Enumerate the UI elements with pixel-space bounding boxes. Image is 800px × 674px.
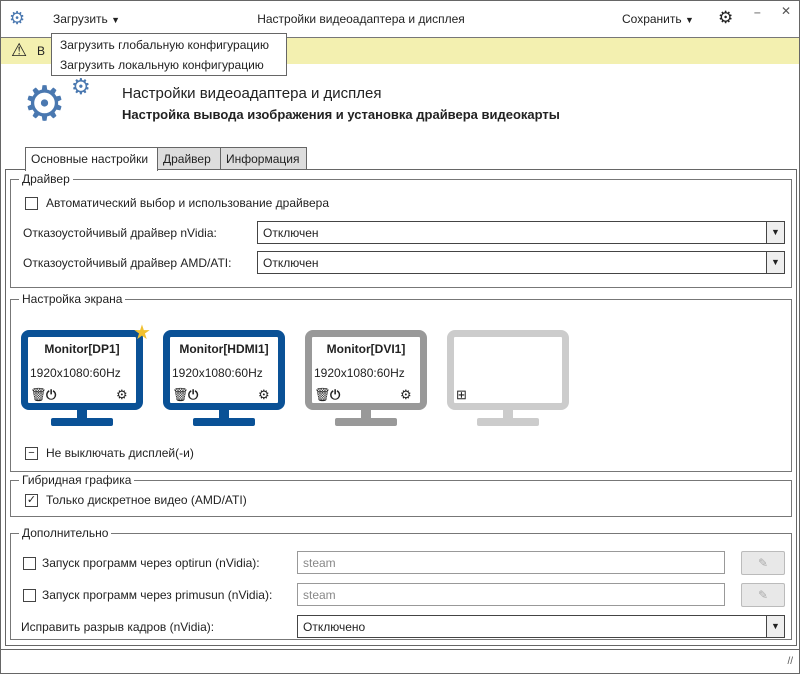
monitor-screen: Monitor[DVI1] 1920x1080:60Hz 🗑 ⏻ ⚙ [305, 330, 427, 410]
tab-driver[interactable]: Драйвер [157, 147, 221, 170]
keep-display-on-label: Не выключать дисплей(-и) [46, 446, 194, 460]
pencil-icon: ✎ [757, 588, 769, 602]
auto-driver-checkbox[interactable] [25, 197, 38, 210]
screen-legend: Настройка экрана [22, 292, 123, 306]
tearing-label: Исправить разрыв кадров (nVidia): [21, 620, 215, 634]
screen-group: Настройка экрана Monitor[DP1] 1920x1080:… [10, 292, 792, 472]
caret-down-icon: ▼ [111, 15, 121, 25]
menu-item-load-local[interactable]: Загрузить локальную конфигурацию [60, 58, 264, 72]
trash-icon[interactable]: 🗑 [172, 387, 189, 402]
monitor-resolution: 1920x1080:60Hz [30, 366, 121, 380]
save-menu-button[interactable]: Сохранить ▼ [622, 12, 694, 26]
add-plus-icon[interactable]: ⊞ [456, 387, 467, 402]
monitor-screen: Monitor[HDMI1] 1920x1080:60Hz 🗑 ⏻ ⚙ [163, 330, 285, 410]
primary-star-icon: ★ [133, 322, 151, 344]
power-icon[interactable]: ⏻ [330, 387, 341, 402]
monitor-hdmi1[interactable]: Monitor[HDMI1] 1920x1080:60Hz 🗑 ⏻ ⚙ [163, 330, 287, 434]
auto-driver-label: Автоматический выбор и использование дра… [46, 196, 329, 210]
hybrid-legend: Гибридная графика [22, 473, 132, 487]
tearing-value: Отключено [303, 620, 366, 634]
chevron-down-icon: ▼ [766, 616, 784, 637]
power-icon[interactable]: ⏻ [46, 387, 57, 402]
monitor-name: Monitor[HDMI1] [179, 342, 269, 356]
nvidia-driver-value: Отключен [263, 226, 319, 240]
window-title: Настройки видеоадаптера и дисплея [257, 12, 465, 26]
optirun-checkbox[interactable] [23, 557, 36, 570]
monitor-base [335, 418, 397, 426]
primusun-input[interactable]: steam [297, 583, 725, 606]
driver-legend: Драйвер [22, 172, 70, 186]
primusun-label: Запуск программ через primusun (nVidia): [42, 588, 273, 602]
monitor-base [477, 418, 539, 426]
menu-item-load-global[interactable]: Загрузить глобальную конфигурацию [60, 38, 269, 52]
amd-driver-label: Отказоустойчивый драйвер AMD/ATI: [23, 256, 232, 270]
tab-main-settings[interactable]: Основные настройки [25, 147, 158, 171]
monitor-stand [503, 409, 513, 419]
load-menu-button[interactable]: Загрузить ▼ [53, 12, 120, 26]
amd-driver-value: Отключен [263, 256, 319, 270]
gear-icon[interactable]: ⚙ [258, 387, 270, 402]
optirun-input[interactable]: steam [297, 551, 725, 574]
monitor-add-slot[interactable]: ⊞ [447, 330, 571, 434]
driver-group: Драйвер Автоматический выбор и использов… [10, 172, 792, 288]
extra-legend: Дополнительно [22, 526, 109, 540]
monitor-name: Monitor[DVI1] [326, 342, 406, 356]
extra-group: Дополнительно Запуск программ через opti… [10, 526, 792, 640]
gear-icon[interactable]: ⚙ [116, 387, 128, 402]
app-gears-icon: ⚙ [9, 8, 26, 28]
minimize-button[interactable]: – [754, 5, 761, 19]
warning-icon: ⚠ [11, 40, 28, 60]
header-subtitle: Настройка вывода изображения и установка… [122, 107, 560, 122]
discrete-video-checkbox[interactable]: ✓ [25, 494, 38, 507]
trash-icon[interactable]: 🗑 [314, 387, 331, 402]
nvidia-driver-select[interactable]: Отключен ▼ [257, 221, 785, 244]
keep-display-on-checkbox[interactable]: − [25, 447, 38, 460]
monitor-dp1[interactable]: Monitor[DP1] 1920x1080:60Hz 🗑 ⏻ ⚙ ★ [21, 322, 151, 434]
warning-text: В [37, 44, 46, 58]
monitor-base [51, 418, 113, 426]
monitor-stand [361, 409, 371, 419]
main-panel: Драйвер Автоматический выбор и использов… [5, 169, 797, 646]
pencil-icon: ✎ [757, 556, 769, 570]
amd-driver-select[interactable]: Отключен ▼ [257, 251, 785, 274]
header-small-gear-icon: ⚙ [71, 74, 91, 99]
nvidia-driver-label: Отказоустойчивый драйвер nVidia: [23, 226, 217, 240]
load-label: Загрузить [53, 12, 108, 26]
close-button[interactable]: ✕ [781, 4, 792, 18]
primusun-checkbox[interactable] [23, 589, 36, 602]
monitor-stand [77, 409, 87, 419]
power-icon[interactable]: ⏻ [188, 387, 199, 402]
caret-down-icon: ▼ [684, 15, 694, 25]
monitor-resolution: 1920x1080:60Hz [172, 366, 263, 380]
tab-info[interactable]: Информация [220, 147, 307, 170]
discrete-video-label: Только дискретное видео (AMD/ATI) [46, 493, 247, 507]
load-dropdown-menu: Загрузить глобальную конфигурацию Загруз… [51, 33, 287, 76]
primusun-edit-button[interactable]: ✎ [741, 583, 785, 607]
monitor-name: Monitor[DP1] [44, 342, 120, 356]
optirun-label: Запуск программ через optirun (nVidia): [42, 556, 260, 570]
title-bar: ⚙ Загрузить ▼ Настройки видеоадаптера и … [1, 1, 799, 38]
resize-grip-icon[interactable]: // [787, 656, 793, 667]
monitor-dvi1[interactable]: Monitor[DVI1] 1920x1080:60Hz 🗑 ⏻ ⚙ [305, 330, 429, 434]
status-bar: // [1, 649, 799, 674]
header-gears-icon: ⚙ [23, 78, 67, 131]
monitor-stand [219, 409, 229, 419]
save-label: Сохранить [622, 12, 682, 26]
hybrid-group: Гибридная графика ✓ Только дискретное ви… [10, 473, 792, 517]
gear-icon[interactable]: ⚙ [400, 387, 412, 402]
monitor-base [193, 418, 255, 426]
optirun-edit-button[interactable]: ✎ [741, 551, 785, 575]
monitor-screen: ⊞ [447, 330, 569, 410]
tearing-select[interactable]: Отключено ▼ [297, 615, 785, 638]
header-title: Настройки видеоадаптера и дисплея [122, 85, 382, 102]
chevron-down-icon: ▼ [766, 222, 784, 243]
monitor-resolution: 1920x1080:60Hz [314, 366, 405, 380]
monitor-screen: Monitor[DP1] 1920x1080:60Hz 🗑 ⏻ ⚙ [21, 330, 143, 410]
trash-icon[interactable]: 🗑 [30, 387, 47, 402]
settings-gear-icon[interactable]: ⚙ [718, 8, 734, 27]
chevron-down-icon: ▼ [766, 252, 784, 273]
